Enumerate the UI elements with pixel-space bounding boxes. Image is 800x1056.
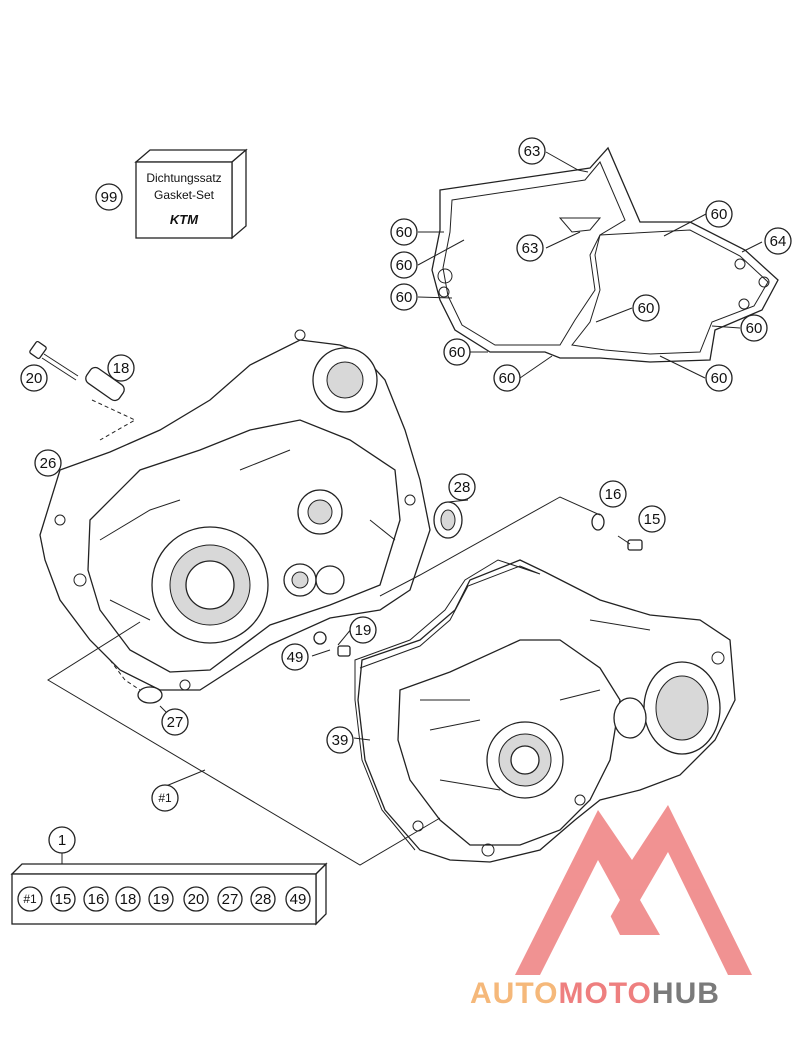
callout-60: 60: [705, 200, 733, 228]
watermark-hub: HUB: [652, 977, 720, 1010]
right-crankcase-half: [357, 559, 736, 863]
watermark-auto: AUTO: [470, 977, 558, 1010]
svg-text:16: 16: [605, 486, 622, 503]
callout-60: 60: [390, 283, 418, 311]
svg-text:28: 28: [454, 479, 471, 496]
callout-63: 63: [518, 137, 546, 165]
callout-63: 63: [516, 234, 544, 262]
assembly-lines: [47, 496, 601, 866]
callout-15: 15: [638, 505, 666, 533]
callout-26: 26: [34, 449, 62, 477]
kit-item: 20: [183, 886, 209, 912]
dowel-27: [137, 686, 163, 704]
svg-text:60: 60: [711, 370, 728, 387]
kit-item: 19: [148, 886, 174, 912]
svg-text:99: 99: [101, 189, 118, 206]
svg-text:39: 39: [332, 732, 349, 749]
callout-60: 60: [740, 314, 768, 342]
ktm-logo: KTM: [170, 212, 199, 227]
svg-text:49: 49: [290, 891, 307, 908]
kit-item: 28: [250, 886, 276, 912]
gasket-leader-lines: [417, 151, 763, 379]
callout-64: 64: [764, 227, 792, 255]
gasket-box-line2: Gasket-Set: [154, 188, 215, 202]
svg-text:15: 15: [644, 511, 661, 528]
callout-60: 60: [705, 364, 733, 392]
automotohub-watermark: AUTOMOTOHUB: [470, 805, 752, 1010]
callout-60: 60: [390, 251, 418, 279]
kit-item: 18: [115, 886, 141, 912]
svg-text:16: 16: [88, 891, 105, 908]
svg-text:18: 18: [113, 360, 130, 377]
screw-49-19: [313, 631, 351, 657]
callout-19: 19: [349, 616, 377, 644]
svg-text:15: 15: [55, 891, 72, 908]
svg-text:27: 27: [167, 714, 184, 731]
kit-item: 27: [217, 886, 243, 912]
svg-text:63: 63: [524, 143, 541, 160]
callout-1-sub: #1: [151, 784, 179, 812]
svg-text:26: 26: [40, 455, 57, 472]
callout-99: 99: [95, 183, 123, 211]
callouts: 99 63 63 64 60 60 60 60 60 60 60 60 60 2…: [20, 137, 792, 854]
kit-contents-box: #1 15 16 18 19 20 27 28 49: [10, 853, 328, 926]
svg-text:49: 49: [287, 649, 304, 666]
right-crankcase-gasket: [354, 559, 541, 851]
svg-text:19: 19: [153, 891, 170, 908]
watermark-moto: MOTO: [558, 977, 651, 1010]
svg-text:60: 60: [449, 344, 466, 361]
svg-text:60: 60: [396, 224, 413, 241]
svg-text:1: 1: [58, 832, 66, 849]
callout-60: 60: [632, 294, 660, 322]
callout-1: 1: [48, 826, 76, 854]
dashed-assembly-line-left: [91, 399, 137, 441]
screw-15: [617, 535, 643, 551]
callout-28: 28: [448, 473, 476, 501]
kit-item: #1: [17, 886, 43, 912]
svg-text:AUTOMOTOHUB: AUTOMOTOHUB: [470, 977, 720, 1010]
callout-60: 60: [493, 364, 521, 392]
callout-60: 60: [390, 218, 418, 246]
svg-text:64: 64: [770, 233, 787, 250]
svg-text:60: 60: [711, 206, 728, 223]
svg-text:60: 60: [499, 370, 516, 387]
watermark-logo-mark: [515, 805, 752, 975]
kit-item: 49: [285, 886, 311, 912]
svg-text:60: 60: [396, 289, 413, 306]
svg-text:60: 60: [746, 320, 763, 337]
svg-text:28: 28: [255, 891, 272, 908]
callout-39: 39: [326, 726, 354, 754]
svg-text:20: 20: [188, 891, 205, 908]
clutch-cover-gasket: [431, 146, 779, 363]
callout-60: 60: [443, 338, 471, 366]
callout-20: 20: [20, 364, 48, 392]
dashed-assembly-line-bottom: [109, 659, 141, 691]
svg-text:#1: #1: [23, 892, 37, 906]
gasket-set-box: Dichtungssatz Gasket-Set KTM: [134, 148, 248, 240]
svg-text:27: 27: [222, 891, 239, 908]
svg-text:19: 19: [355, 622, 372, 639]
svg-text:18: 18: [120, 891, 137, 908]
left-crankcase-half: [39, 329, 431, 691]
svg-text:60: 60: [638, 300, 655, 317]
svg-text:63: 63: [522, 240, 539, 257]
callout-16: 16: [599, 480, 627, 508]
bearing-28: [433, 499, 469, 539]
callout-49: 49: [281, 643, 309, 671]
kit-item: 15: [50, 886, 76, 912]
screw-20: [29, 340, 79, 381]
svg-text:60: 60: [396, 257, 413, 274]
dowel-18: [85, 366, 125, 402]
kit-item: 16: [83, 886, 109, 912]
svg-text:#1: #1: [158, 791, 172, 805]
callout-27: 27: [161, 708, 189, 736]
gasket-box-line1: Dichtungssatz: [146, 171, 221, 185]
callout-18: 18: [107, 354, 135, 382]
svg-text:20: 20: [26, 370, 43, 387]
washer-16: [591, 513, 605, 531]
